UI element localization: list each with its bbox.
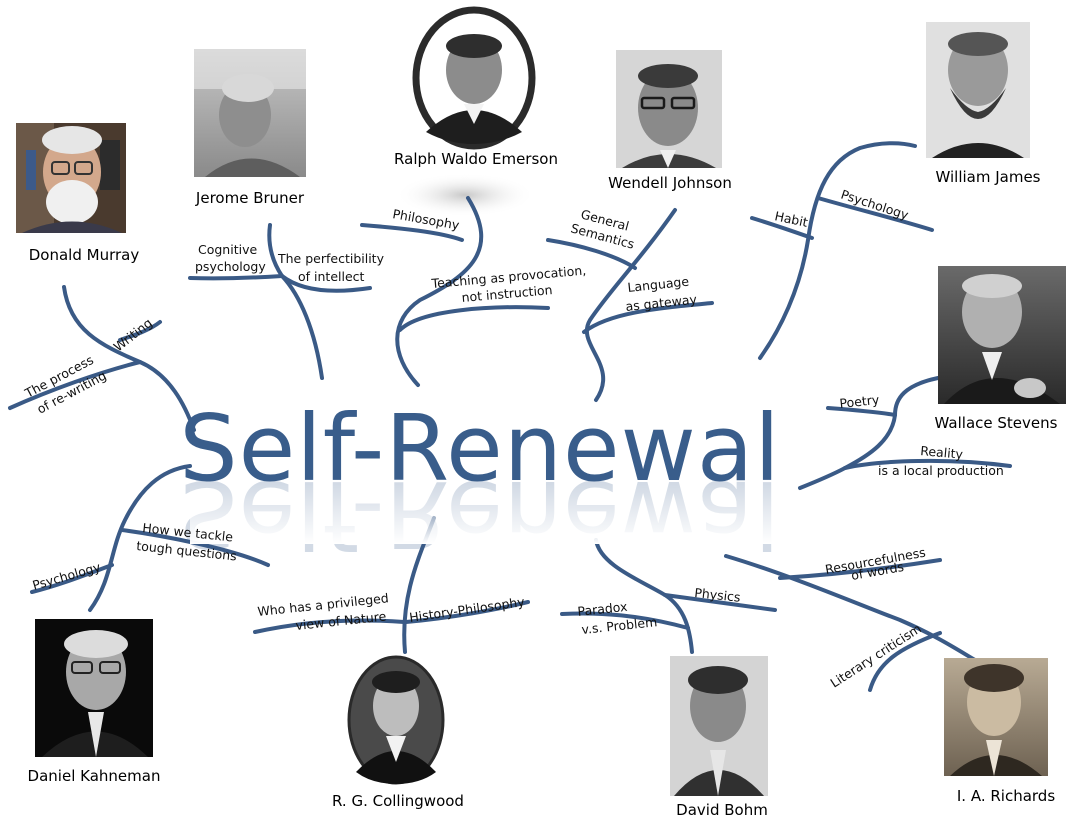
name-rg-collingwood: R. G. Collingwood bbox=[332, 792, 464, 810]
label-writing: Writing bbox=[111, 315, 155, 354]
branch-perfectibility bbox=[280, 274, 372, 293]
name-donald-murray: Donald Murray bbox=[29, 246, 140, 264]
reflection-fade bbox=[190, 484, 780, 544]
branch-language bbox=[582, 301, 714, 334]
branch-psychology-kahneman bbox=[30, 563, 114, 594]
portrait-ia-richards bbox=[944, 658, 1048, 776]
branch-history-philosophy bbox=[404, 600, 530, 624]
portrait-jerome-bruner bbox=[194, 49, 306, 177]
branch-bruner-trunk bbox=[267, 223, 324, 380]
portrait-ralph-waldo-emerson bbox=[412, 6, 536, 150]
label-perfectibility-2: of intellect bbox=[298, 269, 365, 284]
branch-kahneman-trunk bbox=[88, 464, 192, 612]
label-cognitive-1: Cognitive bbox=[198, 242, 257, 257]
portrait-donald-murray bbox=[16, 123, 126, 233]
portrait-william-james bbox=[926, 22, 1030, 158]
portrait-rg-collingwood bbox=[347, 655, 445, 785]
portrait-daniel-kahneman bbox=[35, 619, 153, 757]
branch-philosophy bbox=[360, 223, 464, 242]
branch-reality bbox=[843, 458, 1012, 470]
branch-physics bbox=[663, 593, 777, 612]
name-daniel-kahneman: Daniel Kahneman bbox=[28, 767, 161, 785]
name-william-james: William James bbox=[935, 168, 1040, 186]
branch-privileged bbox=[253, 618, 406, 634]
label-paradox-2: v.s. Problem bbox=[581, 614, 658, 637]
label-history-philosophy: History-Philosophy bbox=[408, 594, 526, 625]
emerson-shadow bbox=[395, 173, 535, 217]
branch-psychology-james bbox=[816, 196, 934, 232]
name-david-bohm: David Bohm bbox=[676, 801, 768, 817]
portrait-david-bohm bbox=[670, 656, 768, 796]
label-habit: Habit bbox=[773, 208, 809, 230]
branch-resourcefulness bbox=[778, 558, 942, 580]
branch-habit bbox=[750, 216, 814, 240]
branch-stevens-trunk bbox=[798, 376, 940, 490]
label-perfectibility-1: The perfectibility bbox=[277, 251, 385, 266]
branch-james-trunk bbox=[758, 141, 917, 360]
label-reality-1: Reality bbox=[920, 443, 964, 462]
label-language-1: Language bbox=[627, 274, 690, 295]
branch-paradox bbox=[560, 611, 690, 630]
branch-cognitive bbox=[188, 274, 284, 281]
branch-poetry bbox=[826, 406, 897, 417]
name-ia-richards: I. A. Richards bbox=[957, 787, 1055, 805]
name-ralph-waldo-emerson: Ralph Waldo Emerson bbox=[394, 150, 558, 168]
label-reality-2: is a local production bbox=[878, 463, 1004, 478]
label-physics: Physics bbox=[694, 585, 742, 605]
branch-johnson-trunk bbox=[584, 208, 677, 402]
label-paradox-1: Paradox bbox=[577, 599, 628, 619]
name-jerome-bruner: Jerome Bruner bbox=[195, 189, 305, 207]
branch-rewriting bbox=[8, 360, 142, 410]
name-wendell-johnson: Wendell Johnson bbox=[608, 174, 732, 192]
label-cognitive-2: psychology bbox=[195, 259, 266, 274]
branch-teaching bbox=[398, 305, 550, 332]
portrait-wallace-stevens bbox=[938, 266, 1066, 404]
label-psychology-james: Psychology bbox=[839, 187, 911, 223]
branch-semantics bbox=[546, 238, 637, 270]
label-language-2: as gateway bbox=[625, 292, 698, 314]
label-psychology-kahneman: Psychology bbox=[31, 559, 103, 593]
branch-emerson-trunk bbox=[395, 196, 484, 387]
portrait-wendell-johnson bbox=[616, 50, 722, 168]
label-poetry: Poetry bbox=[839, 392, 881, 411]
branch-richards-trunk bbox=[724, 554, 977, 662]
name-wallace-stevens: Wallace Stevens bbox=[935, 414, 1058, 432]
branch-writing bbox=[118, 320, 162, 342]
branch-literary bbox=[868, 631, 942, 692]
